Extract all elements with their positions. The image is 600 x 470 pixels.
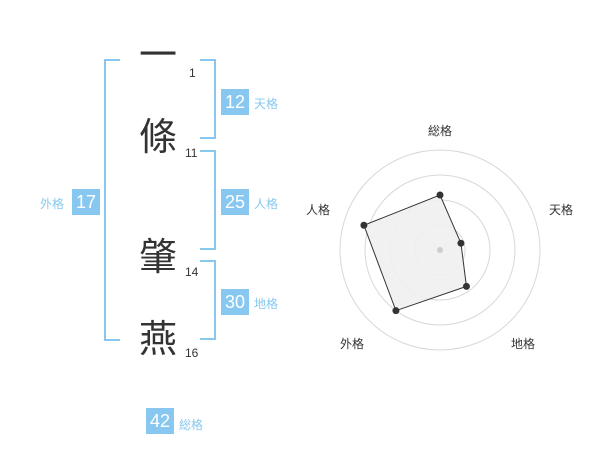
radar-label-gaikaku: 外格: [340, 337, 365, 351]
jinkaku-label: 人格: [254, 197, 279, 211]
chikaku-bracket: [200, 260, 216, 340]
radar-label-jinkaku: 人格: [306, 203, 331, 217]
radar-label-soukaku: 総格: [428, 124, 453, 138]
tenkaku-value: 12: [221, 89, 249, 115]
radar-label-chikaku: 地格: [511, 337, 536, 351]
stroke-count-4: 16: [185, 346, 199, 360]
radar-point: [457, 239, 465, 247]
jinkaku-bracket: [200, 150, 216, 250]
radar-point: [360, 221, 368, 229]
soukaku-value: 42: [146, 408, 174, 434]
gaikaku-bracket: [104, 59, 120, 341]
radar-center-dot: [437, 247, 443, 253]
radar-points: [360, 191, 470, 315]
radar-polygon: [363, 194, 467, 312]
radar-ring: [339, 149, 541, 351]
stroke-count-2: 11: [185, 146, 198, 160]
radar-ring: [364, 174, 516, 326]
name-char-3: 肇: [139, 235, 178, 279]
stroke-count-1: 1: [189, 66, 196, 80]
soukaku-label: 総格: [179, 418, 204, 432]
chikaku-label: 地格: [254, 297, 279, 311]
stroke-count-3: 14: [185, 265, 199, 279]
tenkaku-bracket: [200, 59, 216, 139]
gaikaku-value: 17: [72, 189, 100, 215]
name-char-1: 一: [139, 33, 178, 77]
chikaku-value: 30: [221, 289, 249, 315]
jinkaku-value: 25: [221, 189, 249, 215]
radar-point: [462, 282, 470, 290]
radar-point: [436, 191, 444, 199]
name-char-2: 條: [139, 115, 178, 159]
name-char-4: 燕: [139, 317, 178, 361]
radar-point: [392, 307, 400, 315]
radar-label-tenkaku: 天格: [549, 203, 574, 217]
tenkaku-label: 天格: [254, 97, 279, 111]
gaikaku-label: 外格: [40, 197, 65, 211]
